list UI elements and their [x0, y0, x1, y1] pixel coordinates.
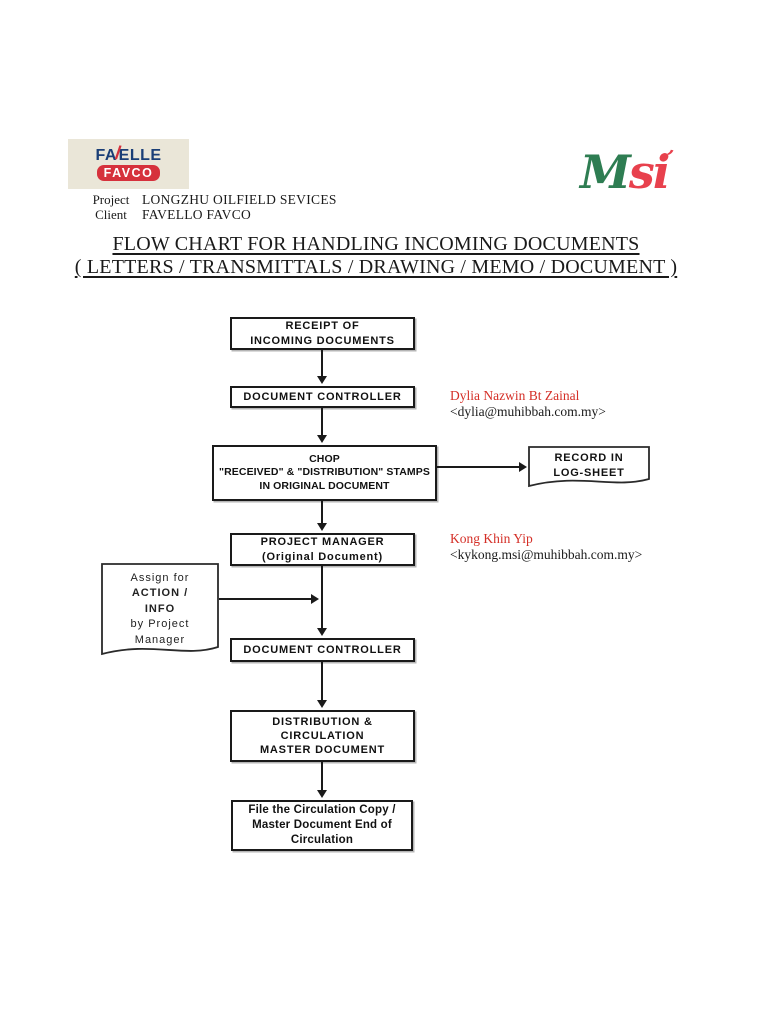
favco-badge: FAVCO [96, 164, 161, 181]
node-line: CIRCULATION [280, 729, 365, 742]
node-line: INCOMING DOCUMENTS [250, 334, 395, 347]
document-shape-icon [101, 563, 219, 656]
msi-logo-si: si [628, 145, 670, 199]
arrow-down-1 [321, 350, 323, 377]
node-line: "RECEIVED" & "DISTRIBUTION" STAMPS [219, 466, 430, 479]
arrow-down-5 [321, 662, 323, 701]
node-line: Assign for [130, 572, 190, 584]
arrow-down-2 [321, 408, 323, 436]
node-line: ACTION / [131, 587, 189, 600]
node-line: RECEIPT OF [285, 320, 360, 333]
project-row: Project LONGZHU OILFIELD SEVICES [80, 192, 337, 207]
node-document-controller-2: DOCUMENT CONTROLLER [230, 638, 415, 662]
contact-email: <dylia@muhibbah.com.my> [450, 404, 606, 419]
msi-logo-m: M [580, 145, 631, 199]
annotation-project-manager-contact: Kong Khin Yip <kykong.msi@muhibbah.com.m… [450, 531, 642, 563]
node-line: Master Document End of [252, 819, 392, 832]
node-line: IN ORIGINAL DOCUMENT [259, 479, 390, 492]
project-label: Project [92, 192, 130, 207]
node-line: DOCUMENT CONTROLLER [243, 390, 402, 403]
log-sheet-label: RECORD IN LOG-SHEET [528, 451, 650, 481]
favelle-wordmark: FA / ELLE [95, 142, 162, 164]
node-line: by Project [130, 618, 190, 631]
arrowhead-right-icon [519, 462, 527, 472]
node-line: CHOP [309, 452, 340, 465]
annotation-doc-controller-contact: Dylia Nazwin Bt Zainal <dylia@muhibbah.c… [450, 388, 606, 420]
node-line: RECORD IN [554, 452, 624, 464]
client-value: FAVELLO FAVCO [142, 207, 252, 222]
arrow-down-3 [321, 501, 323, 524]
arrowhead-right-icon [311, 594, 319, 604]
msi-logo: Msi’ [580, 131, 674, 199]
favelle-wordmark-suffix: ELLE [118, 146, 162, 164]
node-line: Circulation [290, 833, 354, 846]
shape-record-log-sheet: RECORD IN LOG-SHEET [528, 446, 650, 492]
arrowhead-down-icon [317, 523, 327, 531]
node-document-controller-1: DOCUMENT CONTROLLER [230, 386, 415, 408]
node-line: MASTER DOCUMENT [259, 744, 386, 757]
node-line: (Original Document) [262, 550, 383, 563]
client-label: Client [95, 207, 127, 222]
favelle-wordmark-prefix: FA [95, 146, 117, 164]
node-line: LOG-SHEET [553, 466, 625, 479]
node-line: File the Circulation Copy / [248, 804, 396, 817]
node-distribution-circulation: DISTRIBUTION & CIRCULATION MASTER DOCUME… [230, 710, 415, 762]
node-line: INFO [144, 602, 176, 615]
page-title-line1: FLOW CHART FOR HANDLING INCOMING DOCUMEN… [112, 233, 640, 255]
project-value: LONGZHU OILFIELD SEVICES [142, 192, 337, 207]
arrowhead-down-icon [317, 700, 327, 708]
assign-label: Assign for ACTION / INFO by Project Mana… [101, 571, 219, 648]
node-file-circulation: File the Circulation Copy / Master Docum… [231, 800, 413, 851]
arrowhead-down-icon [317, 790, 327, 798]
node-line: DOCUMENT CONTROLLER [243, 643, 402, 656]
arrowhead-down-icon [317, 376, 327, 384]
arrow-right-to-log-sheet [437, 466, 520, 468]
contact-name: Dylia Nazwin Bt Zainal [450, 388, 580, 403]
node-project-manager: PROJECT MANAGER (Original Document) [230, 533, 415, 566]
arrowhead-down-icon [317, 628, 327, 636]
page-title-line2: ( LETTERS / TRANSMITTALS / DRAWING / MEM… [74, 256, 678, 278]
node-line: DISTRIBUTION & [272, 715, 373, 728]
client-row: Client FAVELLO FAVCO [80, 207, 337, 222]
contact-name: Kong Khin Yip [450, 531, 533, 546]
document-shape-icon [528, 446, 650, 488]
node-line: PROJECT MANAGER [260, 536, 385, 549]
arrow-right-from-assign [219, 598, 312, 600]
arrow-down-4 [321, 566, 323, 629]
contact-email: <kykong.msi@muhibbah.com.my> [450, 547, 643, 562]
project-client-header: Project LONGZHU OILFIELD SEVICES Client … [80, 192, 337, 222]
arrow-down-6 [321, 762, 323, 791]
shape-assign-action-info: Assign for ACTION / INFO by Project Mana… [101, 563, 219, 660]
node-line: Manager [134, 633, 186, 646]
node-receipt-incoming-documents: RECEIPT OF INCOMING DOCUMENTS [230, 317, 415, 350]
arrowhead-down-icon [317, 435, 327, 443]
page-title: FLOW CHART FOR HANDLING INCOMING DOCUMEN… [0, 233, 752, 279]
favelle-favco-logo: FA / ELLE FAVCO [68, 139, 189, 189]
node-chop-stamps: CHOP "RECEIVED" & "DISTRIBUTION" STAMPS … [212, 445, 437, 501]
